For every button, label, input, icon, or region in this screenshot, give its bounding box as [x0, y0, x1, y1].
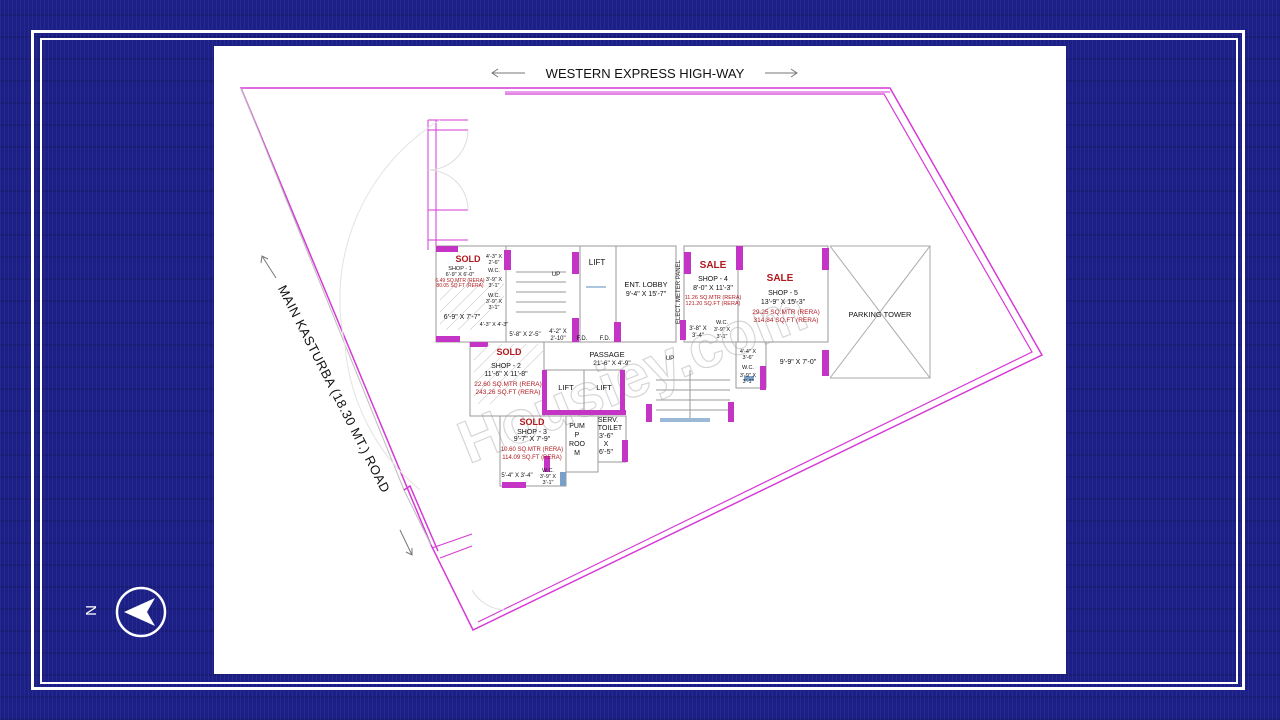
lift-b-label: LIFT [596, 383, 612, 392]
serv-toilet-3: 3'-6" [599, 433, 613, 440]
shop2-name: SHOP - 2 [491, 363, 521, 370]
wc-shop5-3: W.C. [742, 365, 754, 371]
shop4-status: SALE [700, 260, 727, 271]
shop4-rera-ft: 121.20 SQ.FT (RERA) [686, 301, 741, 307]
pump-room-4: M [574, 450, 580, 457]
small-dims-2b: 2'-10" [550, 336, 565, 342]
wc-shop3-2: 3'-9" X [540, 474, 556, 480]
up-mid-label: UP [666, 356, 674, 362]
serv-toilet-4: X [604, 441, 609, 448]
wc-left2-2: 3'-9" X [486, 299, 502, 305]
wc-shop5-4: 3'-9" X [740, 373, 756, 379]
pump-room-3: ROO [569, 441, 586, 448]
fd-label-1: F.D. [577, 336, 588, 342]
wc-shop5-2: 3'-6" [743, 355, 754, 361]
wc-left-4: 3'-9" X [486, 277, 502, 283]
inner-frame [40, 38, 1238, 684]
structural-columns [436, 246, 829, 488]
outer-frame [31, 30, 1245, 690]
ent-lobby-label: ENT. LOBBY [624, 280, 667, 289]
shop3-status: SOLD [519, 417, 545, 427]
shop5-name: SHOP - 5 [768, 290, 798, 297]
wc-shop4b-1: W.C. [716, 320, 728, 326]
shop5-status: SALE [767, 273, 794, 284]
shop3-rera-ft: 114.09 SQ.FT (RERA) [502, 455, 561, 461]
hatch-shop1 [439, 279, 545, 405]
stair-up-label: UP [552, 272, 560, 278]
wc-shop4-1: 3'-8" X [689, 326, 707, 332]
serv-toilet-2: TOILET [598, 425, 623, 432]
lift-a-label: LIFT [558, 383, 574, 392]
shop2-status: SOLD [496, 347, 522, 357]
ent-lobby-dims: 9'-4" X 15'-7" [626, 291, 667, 298]
wc-left2-1: W.C. [488, 293, 500, 299]
passage-label: PASSAGE [589, 350, 624, 359]
wc-shop4b-2: 3'-9" X [714, 327, 730, 333]
fd-label-2: F.D. [600, 336, 611, 342]
shop1-name: SHOP - 1 [448, 266, 471, 272]
pump-room-1: PUM [569, 423, 585, 430]
wc-left-5: 3'-1" [489, 283, 500, 289]
shop3-rera-m: 10.60 SQ.MTR (RERA) [501, 447, 563, 453]
shop2-rera-ft: 243.26 SQ.FT (RERA) [476, 389, 541, 396]
passage-dims: 21'-6" X 4'-9" [593, 360, 631, 367]
lift-top-label: LIFT [589, 258, 606, 267]
wc-left2-3: 3'-1" [489, 305, 500, 311]
shop5-rera-ft: 314.84 SQ.FT (RERA) [754, 317, 819, 324]
shop5-dims: 13'-9" X 15'-3" [761, 299, 806, 306]
shop3-name: SHOP - 3 [517, 429, 547, 436]
wc-left-2: 2'-6" [489, 260, 500, 266]
shop2-dims: 11'-6" X 11'-8" [484, 371, 528, 378]
wc-left-1: 4'-3" X [486, 254, 502, 260]
top-road-label: WESTERN EXPRESS HIGH-WAY [546, 66, 745, 81]
wc-shop5-5: 3'-1" [743, 379, 754, 385]
elect-meter-label: ELECT. METER PANEL [676, 259, 682, 324]
left-road-arrows [260, 255, 413, 556]
small-dims-1: 5'-8" X 2'-5" [509, 332, 540, 338]
wc-shop4-2: 3'-4" [692, 333, 704, 339]
shop4-rera-m: 11.26 SQ.MTR (RERA) [685, 295, 742, 301]
parking-tower-label: PARKING TOWER [849, 310, 913, 319]
pump-room-2: P [575, 432, 580, 439]
wc-left-bottom: 4'-3" X 4'-3" [480, 322, 509, 328]
left-road-label: MAIN KASTURBA (18.30 MT.) ROAD [275, 283, 393, 496]
wc-shop5-1: 4'-4" X [740, 349, 756, 355]
parking-tower-symbol [829, 245, 931, 379]
shop1-rera-m: 6.49 SQ.MTR (RERA) [435, 278, 485, 284]
serv-toilet-1: SERV. [598, 417, 618, 424]
shop1-dims: 6'-9" X 6'-0" [446, 272, 475, 278]
north-arrow-icon [115, 586, 167, 638]
wc-shop3-3: 3'-1" [543, 480, 554, 486]
plot-boundary [239, 87, 1044, 631]
shop1-status: SOLD [455, 254, 481, 264]
shop3-room: 5'-4" X 3'-4" [501, 473, 532, 479]
wc-shop4b-3: 3'-1" [717, 334, 728, 340]
wc-left-3: W.C. [488, 268, 500, 274]
floor-plan-sheet [214, 46, 1066, 674]
shop4-dims: 8'-0" X 11'-3" [693, 285, 733, 292]
shop4-name: SHOP - 4 [698, 276, 728, 283]
shop3-dims: 9'-7" X 7'-9" [514, 436, 551, 443]
top-road-arrows [491, 68, 798, 78]
shop5-room: 9'-9" X 7'-0" [780, 359, 817, 366]
wc-shop3-1: W.C. [542, 468, 554, 474]
shop2-rera-m: 22.60 SQ.MTR (RERA) [474, 381, 542, 388]
shop1-room: 6'-9" X 7'-7" [444, 314, 481, 321]
shop1-rera-ft: 80.05 SQ.FT (RERA) [436, 283, 483, 289]
small-dims-2a: 4'-2" X [549, 329, 567, 335]
serv-toilet-5: 6'-5" [599, 449, 613, 456]
shop5-rera-m: 29.25 SQ.MTR (RERA) [752, 309, 820, 316]
